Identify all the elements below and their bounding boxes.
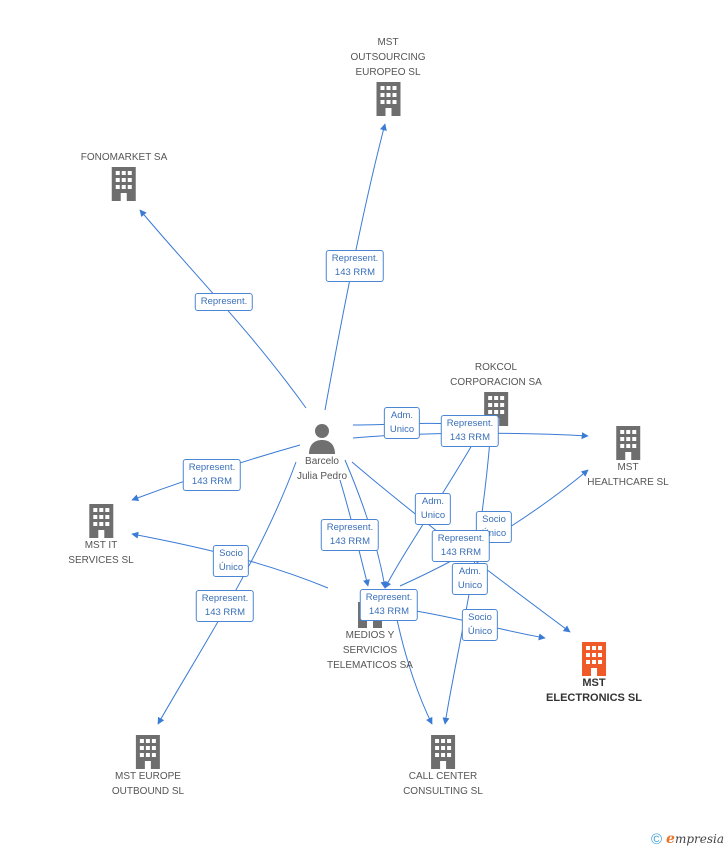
edge-label-fonomarket[interactable]: Represent. xyxy=(194,293,254,311)
node-label: MST EUROPE OUTBOUND SL xyxy=(111,771,185,797)
edge-label-healthcare-rep[interactable]: Represent. 143 RRM xyxy=(440,415,500,447)
building-icon xyxy=(431,735,455,769)
node-mst-europe[interactable]: MST EUROPE OUTBOUND SL xyxy=(112,733,184,799)
edge-label-outsourcing[interactable]: Represent. 143 RRM xyxy=(325,250,385,282)
building-icon xyxy=(376,82,400,116)
edge-label-it-rep[interactable]: Represent. 143 RRM xyxy=(182,459,242,491)
building-icon xyxy=(112,167,136,201)
node-call-center[interactable]: CALL CENTER CONSULTING SL xyxy=(403,733,483,799)
edge-label-medios-rep[interactable]: Represent. 143 RRM xyxy=(320,519,380,551)
edge-label-call-rep[interactable]: Represent. 143 RRM xyxy=(359,589,419,621)
brand-logo[interactable]: empresia xyxy=(666,831,724,847)
brand-rest: mpresia xyxy=(674,832,724,846)
copyright-symbol: © xyxy=(650,831,663,848)
building-icon xyxy=(581,642,606,676)
edge-label-represent-mid[interactable]: Represent. 143 RRM xyxy=(431,530,491,562)
building-icon xyxy=(615,426,640,460)
node-label: MST HEALTHCARE SL xyxy=(587,462,669,488)
node-mst-outsourcing[interactable]: MST OUTSOURCING EUROPEO SL xyxy=(351,35,426,116)
edge-label-socio-unico-2[interactable]: Socio Único xyxy=(461,609,499,641)
node-label: MST ELECTRONICS SL xyxy=(546,677,642,704)
node-mst-it[interactable]: MST IT SERVICES SL xyxy=(68,502,134,568)
edge-label-adm-unico-2[interactable]: Adm. Unico xyxy=(414,493,452,525)
person-icon xyxy=(309,424,335,454)
node-label: MST OUTSOURCING EUROPEO SL xyxy=(350,37,426,78)
node-barcelo[interactable]: Barcelo Julia Pedro xyxy=(297,422,347,484)
edge-label-europe-rep[interactable]: Represent. 143 RRM xyxy=(195,590,255,622)
node-label: CALL CENTER CONSULTING SL xyxy=(403,771,483,797)
building-icon xyxy=(89,504,113,538)
edge-label-adm-unico-3[interactable]: Adm. Unico xyxy=(451,563,489,595)
node-label: MST IT SERVICES SL xyxy=(68,540,134,566)
edge-rokcol-call xyxy=(442,439,491,725)
node-label: MEDIOS Y SERVICIOS TELEMATICOS SA xyxy=(327,630,413,671)
node-mst-healthcare[interactable]: MST HEALTHCARE SL xyxy=(587,424,669,490)
node-label: FONOMARKET SA xyxy=(80,152,168,163)
node-mst-electronics[interactable]: MST ELECTRONICS SL xyxy=(546,640,642,706)
building-icon xyxy=(135,735,160,769)
brand-initial: e xyxy=(666,831,675,847)
edge-medios-call xyxy=(394,609,433,725)
brand-footer: ©empresia xyxy=(651,831,724,848)
node-fonomarket[interactable]: FONOMARKET SA xyxy=(80,150,168,201)
edge-label-socio-unico-it[interactable]: Socio Único xyxy=(212,545,250,577)
edge-label-rokcol-adm[interactable]: Adm. Unico xyxy=(383,407,421,439)
node-label: Barcelo Julia Pedro xyxy=(296,456,348,482)
node-label: ROKCOL CORPORACION SA xyxy=(450,362,542,388)
